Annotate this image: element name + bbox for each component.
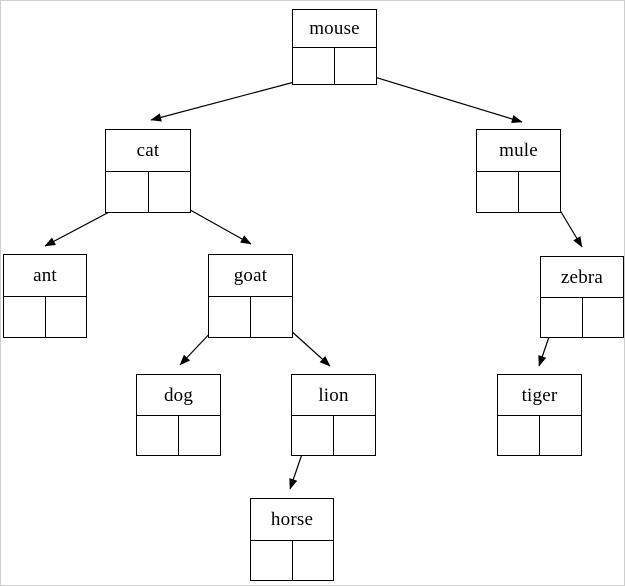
- node-right-pointer-tiger: [540, 416, 581, 455]
- node-pointers-lion: [292, 416, 375, 455]
- node-label-mule: mule: [477, 130, 560, 172]
- node-left-pointer-mule: [477, 172, 519, 212]
- tree-node-ant[interactable]: ant: [3, 254, 87, 338]
- node-right-pointer-horse: [292, 540, 333, 580]
- node-left-pointer-tiger: [498, 416, 540, 455]
- node-label-zebra: zebra: [541, 257, 623, 298]
- node-pointers-tiger: [498, 416, 581, 455]
- tree-node-dog[interactable]: dog: [136, 374, 221, 456]
- tree-edge-mouse-to-mule: [354, 70, 523, 124]
- node-pointers-zebra: [541, 298, 623, 337]
- tree-node-lion[interactable]: lion: [291, 374, 376, 456]
- node-label-lion: lion: [292, 375, 375, 416]
- node-label-horse: horse: [251, 499, 333, 541]
- node-left-pointer-cat: [106, 172, 149, 212]
- node-left-pointer-dog: [137, 416, 179, 455]
- node-right-pointer-ant: [45, 297, 86, 337]
- tree-node-zebra[interactable]: zebra: [540, 256, 624, 338]
- node-pointers-dog: [137, 416, 220, 455]
- node-right-pointer-cat: [148, 172, 190, 212]
- node-left-pointer-mouse: [293, 48, 335, 84]
- node-label-cat: cat: [106, 130, 190, 172]
- tree-node-mule[interactable]: mule: [476, 129, 561, 213]
- tree-node-cat[interactable]: cat: [105, 129, 191, 213]
- node-right-pointer-lion: [334, 416, 375, 455]
- tree-node-horse[interactable]: horse: [250, 498, 334, 581]
- tree-node-mouse[interactable]: mouse: [292, 9, 377, 85]
- node-label-dog: dog: [137, 375, 220, 416]
- node-pointers-mouse: [293, 48, 376, 84]
- node-right-pointer-dog: [179, 416, 220, 455]
- node-left-pointer-horse: [251, 540, 293, 580]
- node-label-goat: goat: [209, 255, 292, 297]
- node-right-pointer-mouse: [335, 48, 376, 84]
- tree-node-tiger[interactable]: tiger: [497, 374, 582, 456]
- node-right-pointer-mule: [519, 172, 560, 212]
- node-label-ant: ant: [4, 255, 86, 297]
- tree-node-goat[interactable]: goat: [208, 254, 293, 338]
- node-pointers-ant: [4, 297, 86, 337]
- node-pointers-cat: [106, 172, 190, 212]
- node-pointers-goat: [209, 297, 292, 337]
- node-left-pointer-zebra: [541, 298, 583, 337]
- node-label-tiger: tiger: [498, 375, 581, 416]
- node-right-pointer-goat: [251, 297, 292, 337]
- node-left-pointer-ant: [4, 297, 46, 337]
- node-right-pointer-zebra: [582, 298, 623, 337]
- node-label-mouse: mouse: [293, 10, 376, 48]
- node-left-pointer-goat: [209, 297, 251, 337]
- node-pointers-horse: [251, 540, 333, 580]
- node-pointers-mule: [477, 172, 560, 212]
- node-left-pointer-lion: [292, 416, 334, 455]
